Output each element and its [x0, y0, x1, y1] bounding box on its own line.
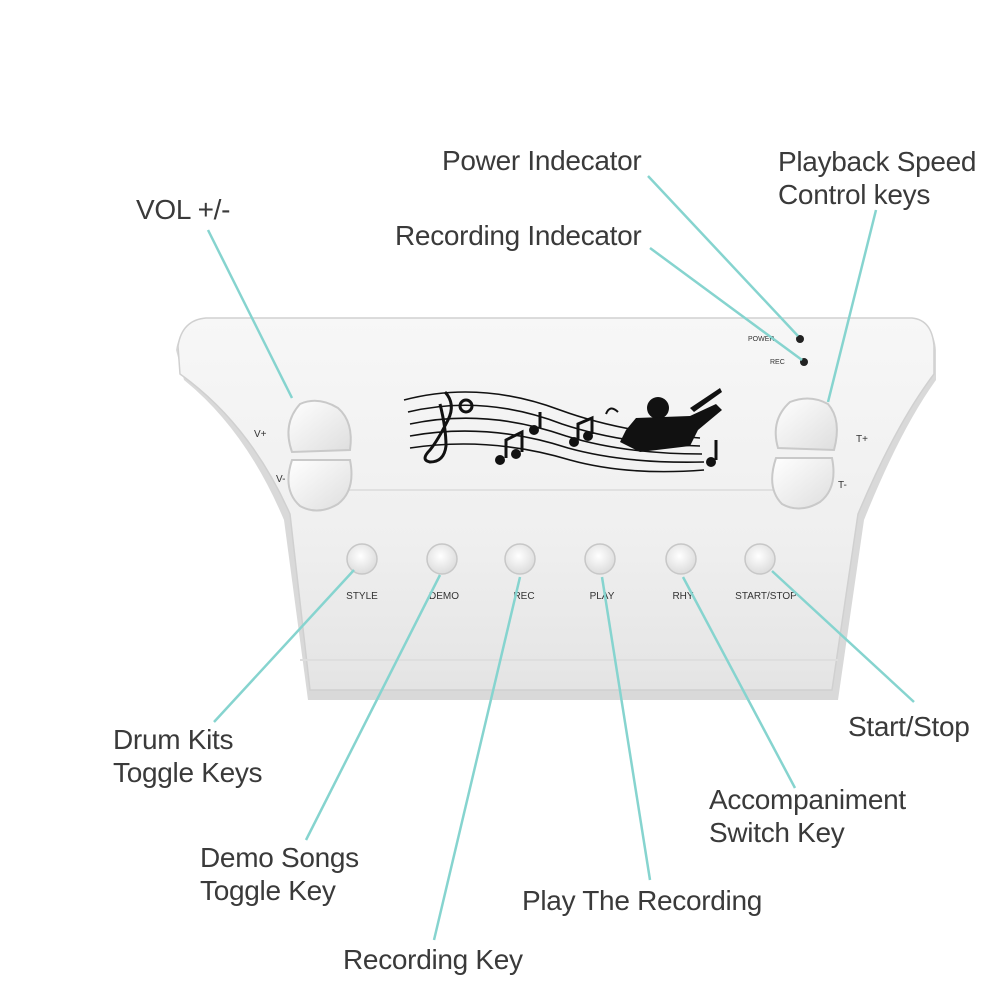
button-rec[interactable] — [504, 543, 536, 575]
tempo-pad[interactable] — [771, 397, 838, 510]
volume-pad[interactable] — [287, 399, 353, 512]
demo-songs-callout: Demo Songs Toggle Key — [200, 842, 359, 906]
volume-callout: VOL +/- — [136, 194, 231, 225]
leader-lines — [206, 175, 915, 941]
button-play[interactable] — [584, 543, 616, 575]
power-indicator-callout: Power Indecator — [442, 145, 642, 176]
leader-drum — [213, 569, 355, 723]
recording-indicator-callout: Recording Indecator — [395, 220, 642, 251]
leader-recording-key — [432, 576, 522, 941]
leader-recording — [649, 246, 803, 362]
vol-down-label: V- — [276, 474, 285, 485]
power-label: POWER — [748, 336, 774, 343]
button-label-demo: DEMO — [429, 591, 459, 602]
button-rhy[interactable] — [665, 543, 697, 575]
start-stop-callout: Start/Stop — [848, 711, 970, 742]
leader-power — [647, 175, 799, 337]
leader-volume — [206, 229, 294, 399]
vol-up-label: V+ — [254, 429, 267, 440]
power-led-icon — [796, 335, 804, 343]
tempo-up-label: T+ — [856, 434, 868, 445]
playback-speed-callout: Playback Speed Control keys — [778, 146, 977, 210]
drum-kits-callout: Drum Kits Toggle Keys — [113, 724, 263, 788]
tempo-down-label: T- — [838, 480, 847, 491]
play-recording-callout: Play The Recording — [522, 885, 762, 916]
button-label-style: STYLE — [346, 591, 378, 602]
leader-demo — [304, 574, 442, 841]
leader-accompaniment — [681, 576, 797, 789]
button-label-play: PLAY — [590, 591, 615, 602]
conductor-silhouette-icon — [620, 388, 722, 452]
button-start-stop[interactable] — [744, 543, 776, 575]
button-label-rhy: RHY — [672, 591, 693, 602]
device-body — [176, 317, 936, 700]
rec-label: REC — [770, 359, 785, 366]
button-style[interactable] — [346, 543, 378, 575]
button-label-start-stop: START/STOP — [735, 591, 797, 602]
leader-play — [600, 576, 652, 881]
leader-start-stop — [771, 570, 915, 703]
button-demo[interactable] — [426, 543, 458, 575]
accompaniment-callout: Accompaniment Switch Key — [709, 784, 906, 848]
button-label-rec: REC — [513, 591, 534, 602]
recording-key-callout: Recording Key — [343, 944, 523, 975]
leader-playback — [826, 209, 878, 403]
